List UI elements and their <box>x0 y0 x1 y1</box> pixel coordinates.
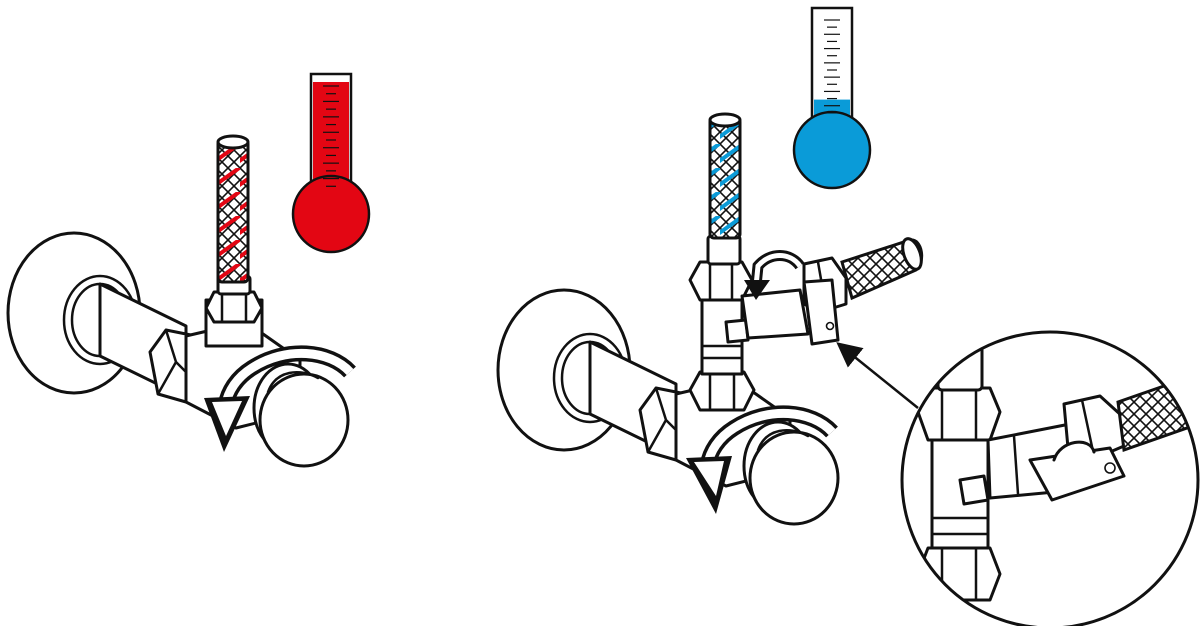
magnified-detail <box>902 332 1200 626</box>
left-valve <box>8 136 350 466</box>
left-hot-hose <box>218 140 248 282</box>
left-valve-handle <box>254 364 348 466</box>
callout-arrow-icon <box>846 350 918 408</box>
hot-thermometer-icon <box>293 74 369 252</box>
right-valve-handle <box>744 422 838 524</box>
right-cold-hose <box>710 118 740 238</box>
cold-thermometer-icon <box>794 8 870 188</box>
